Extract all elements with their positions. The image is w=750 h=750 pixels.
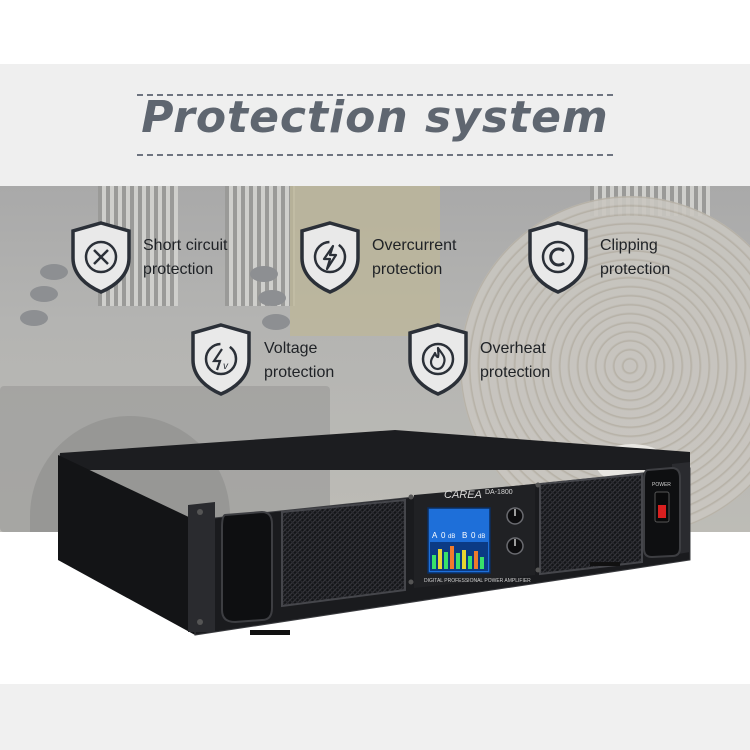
handle-left bbox=[221, 510, 273, 624]
amp-top bbox=[58, 430, 690, 470]
screw bbox=[197, 509, 203, 515]
title-divider-top bbox=[137, 94, 613, 96]
lcd-value-a: 0 bbox=[441, 531, 446, 540]
rack-ear-left bbox=[188, 502, 215, 632]
voltage-icon: v bbox=[191, 323, 251, 396]
feature-title: Overcurrent bbox=[372, 237, 457, 254]
vent-grill-left bbox=[281, 498, 406, 608]
overheat-icon bbox=[408, 323, 468, 396]
power-label: POWER bbox=[652, 482, 671, 488]
page-title: Protection system bbox=[141, 92, 609, 143]
capacitor bbox=[262, 314, 290, 330]
capacitor bbox=[258, 290, 286, 306]
amp-side bbox=[58, 455, 195, 635]
feature-subtitle: protection bbox=[264, 364, 335, 381]
lcd-channel-a: A bbox=[432, 531, 438, 540]
lcd-spectrum-bar bbox=[468, 556, 472, 569]
vent-grill-right bbox=[539, 472, 643, 576]
screw bbox=[535, 482, 541, 488]
feature-label-clipping: Clipping protection bbox=[600, 234, 670, 282]
clipping-icon bbox=[528, 221, 588, 294]
screw bbox=[408, 494, 414, 500]
feature-subtitle: protection bbox=[143, 261, 214, 278]
feature-title: Overheat bbox=[480, 340, 546, 357]
lcd-unit-a: dB bbox=[448, 534, 455, 540]
feature-subtitle: protection bbox=[600, 261, 671, 278]
feature-title: Voltage bbox=[264, 340, 318, 357]
capacitor bbox=[40, 264, 68, 280]
title-banner bbox=[0, 64, 750, 186]
capacitor bbox=[20, 310, 48, 326]
lcd-unit-b: dB bbox=[478, 534, 485, 540]
lcd-spectrum-bar bbox=[474, 551, 478, 569]
lcd-spectrum-bar bbox=[438, 549, 442, 569]
svg-text:v: v bbox=[223, 361, 229, 372]
power-switch-rocker bbox=[658, 505, 666, 518]
model-number: DA-1800 bbox=[485, 489, 513, 496]
feature-subtitle: protection bbox=[372, 261, 443, 278]
capacitor bbox=[30, 286, 58, 302]
lcd-channel-b: B bbox=[462, 531, 467, 540]
lcd-spectrum-bar bbox=[450, 546, 454, 569]
feature-label-short-circuit: Short circuit protection bbox=[143, 234, 227, 282]
product-subtitle: DIGITAL PROFESSIONAL POWER AMPLIFIER bbox=[424, 578, 531, 584]
feature-title: Short circuit bbox=[143, 237, 228, 254]
lcd-spectrum-bar bbox=[444, 552, 448, 569]
foot bbox=[590, 562, 620, 566]
feature-title: Clipping bbox=[600, 237, 658, 254]
heatsink-fins-mid bbox=[225, 186, 295, 306]
brand-logo: CAREA bbox=[444, 489, 482, 501]
screw bbox=[197, 619, 203, 625]
lcd-spectrum-bar bbox=[456, 553, 460, 569]
lcd-spectrum-bar bbox=[432, 555, 436, 569]
feature-label-voltage: Voltage protection bbox=[264, 337, 334, 385]
short-circuit-icon bbox=[71, 221, 131, 294]
feature-label-overheat: Overheat protection bbox=[480, 337, 550, 385]
lcd-spectrum-bar bbox=[480, 557, 484, 569]
lcd-spectrum-bar bbox=[462, 550, 466, 569]
foot bbox=[250, 630, 290, 635]
screw bbox=[408, 579, 414, 585]
lcd-value-b: 0 bbox=[471, 531, 476, 540]
screw bbox=[535, 567, 541, 573]
overcurrent-icon bbox=[300, 221, 360, 294]
title-divider-bottom bbox=[137, 154, 613, 156]
footer-band bbox=[0, 684, 750, 750]
top-band bbox=[0, 0, 750, 64]
feature-label-overcurrent: Overcurrent protection bbox=[372, 234, 456, 282]
feature-subtitle: protection bbox=[480, 364, 551, 381]
capacitor bbox=[250, 266, 278, 282]
